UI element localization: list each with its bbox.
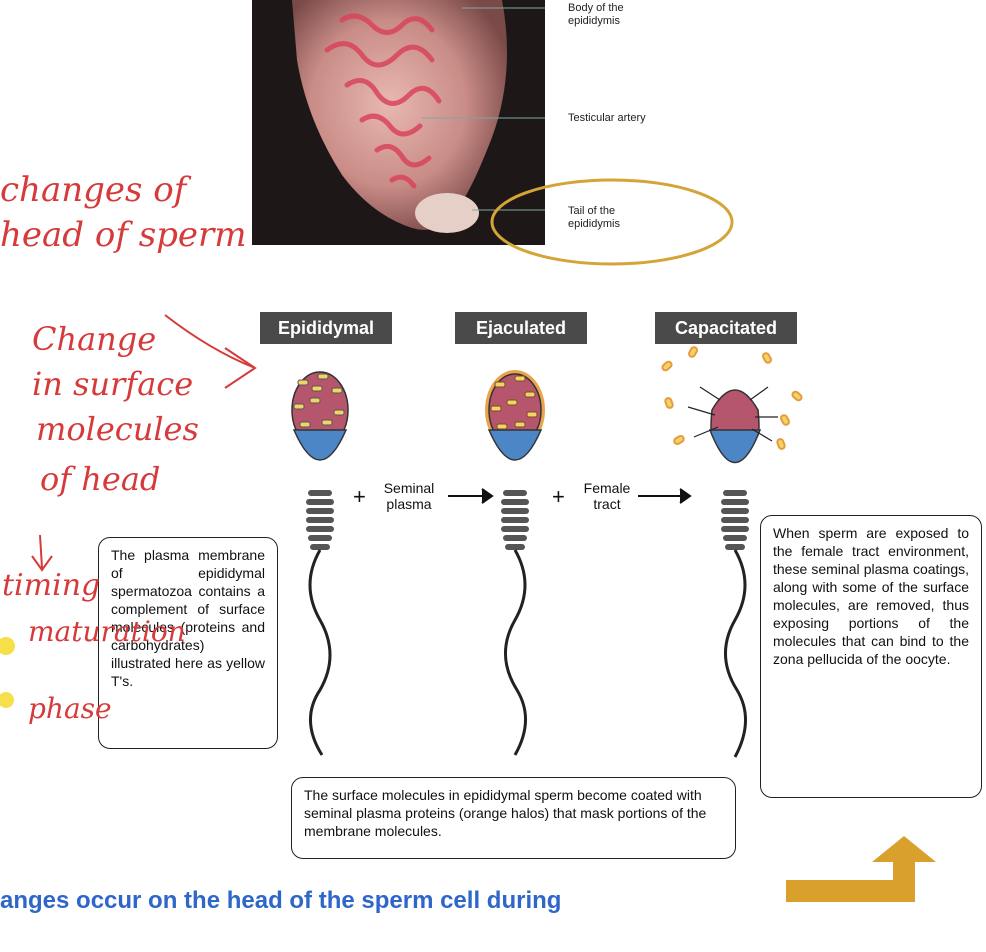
handwriting-line-8: maturation: [28, 615, 186, 648]
handwriting-line-9: phase: [28, 692, 112, 725]
plus-sign-2: +: [552, 484, 565, 509]
handwriting-line-5: molecules: [36, 410, 199, 448]
yellow-dot-2: [0, 692, 14, 708]
yellow-dot-1: [0, 637, 15, 655]
handwriting-line-4: in surface: [32, 365, 194, 403]
bottom-caption: anges occur on the head of the sperm cel…: [0, 887, 562, 914]
gold-highlight-circle: [490, 178, 734, 266]
plus-sign-1: +: [353, 484, 366, 509]
arrow-seminal: [448, 488, 494, 504]
gold-corner-arrow: [786, 836, 936, 902]
stage-tag-ejaculated: Ejaculated: [455, 312, 587, 344]
handwriting-line-1: changes of: [0, 170, 187, 210]
handwriting-line-2: head of sperm: [0, 215, 247, 255]
transition-seminal-plasma: Seminal plasma: [383, 480, 435, 512]
label-tail-epididymis: Tail of the epididymis: [568, 205, 620, 230]
label-body-epididymis: Body of the epididymis: [568, 2, 624, 27]
handwriting-line-6: of head: [40, 460, 161, 498]
epididymis-photo: [252, 0, 545, 245]
red-annotation-arrow: [164, 314, 257, 389]
box-ejaculated-description: The surface molecules in epididymal sper…: [291, 777, 736, 859]
handwriting-line-7: timing: [2, 568, 101, 603]
handwriting-line-3: Change: [32, 320, 157, 358]
box-capacitated-description: When sperm are exposed to the female tra…: [760, 515, 982, 798]
arrow-female-tract: [638, 488, 692, 504]
label-testicular-artery: Testicular artery: [568, 112, 646, 124]
sperm-ejaculated: [485, 370, 545, 756]
sperm-capacitated: [661, 346, 803, 758]
stage-tag-epididymal: Epididymal: [260, 312, 392, 344]
transition-female-tract: Female tract: [583, 480, 631, 512]
box-epididymal-description: The plasma membrane of epididymal sperma…: [98, 537, 278, 749]
stage-tag-capacitated: Capacitated: [655, 312, 797, 344]
red-down-arrow: [31, 534, 53, 572]
sperm-epididymal: [291, 371, 349, 756]
